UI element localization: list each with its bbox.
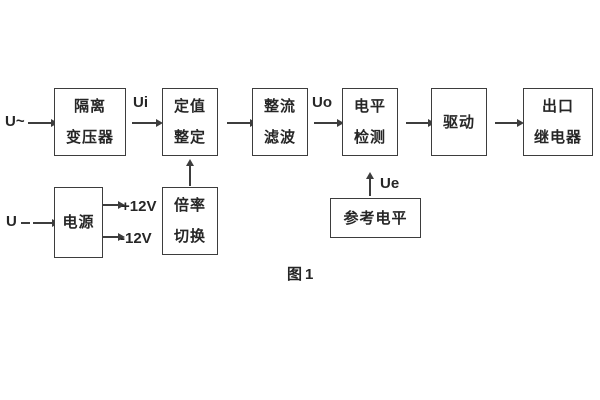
arrow-right-icon [495,122,517,124]
block-label: 隔离 [73,98,106,115]
arrow-right-icon [314,122,337,124]
arrow-right-icon [132,122,156,124]
dc-dash-line [21,222,30,224]
block-isolation-transformer: 隔离 变压器 [54,88,126,156]
signal-uo-label: Uo [312,94,332,111]
block-label: 电平 [353,98,386,115]
block-label: 驱动 [442,113,475,131]
block-label: 定值 [173,98,206,115]
block-label: 出口 [541,98,574,115]
block-power-supply: 电源 [54,187,103,258]
arrow-right-icon [103,204,118,206]
rail-pos12v-label: +12V [121,198,157,215]
arrow-right-icon [28,122,51,124]
block-setpoint-adjust: 定值 整定 [162,88,218,156]
block-label: 检测 [353,129,386,146]
arrow-right-icon [406,122,428,124]
arrow-right-icon [33,222,52,224]
block-output-relay: 出口 继电器 [523,88,593,156]
block-level-detect: 电平 检测 [342,88,398,156]
block-label: 变压器 [65,129,114,146]
arrow-up-icon [189,166,191,186]
dc-input-label: U [6,213,17,230]
signal-ui-label: Ui [133,94,148,111]
signal-ue-label: Ue [380,175,400,192]
block-ratio-switch: 倍率 切换 [162,187,218,255]
block-label: 继电器 [533,129,582,146]
block-reference-level: 参考电平 [330,198,421,238]
arrow-up-icon [369,179,371,196]
block-label: 参考电平 [343,209,408,227]
arrow-right-icon [103,236,118,238]
block-label: 滤波 [263,129,296,146]
arrow-right-icon [227,122,250,124]
block-rectifier-filter: 整流 滤波 [252,88,308,156]
block-label: 整定 [173,129,206,146]
block-label: 整流 [263,98,296,115]
ac-input-label: U~ [5,113,25,130]
figure-caption: 图1 [287,266,317,283]
block-label: 倍率 [173,197,206,214]
block-label: 切换 [173,228,206,245]
block-drive: 驱动 [431,88,487,156]
block-label: 电源 [62,214,95,231]
rail-neg12v-label: -12V [120,230,152,247]
